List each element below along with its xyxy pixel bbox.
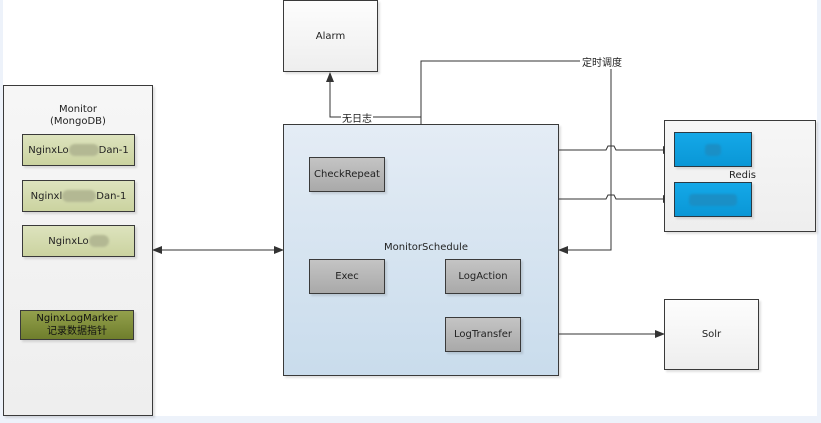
redacted-text [88,235,109,247]
alarm-label: Alarm [315,30,346,42]
redacted-text [689,193,737,206]
collection-item[interactable]: NginxLo [22,225,135,257]
redacted-text [705,143,721,156]
nginx-log-marker[interactable]: NginxLogMarker 记录数据指针 [20,310,134,340]
redacted-text [62,190,97,202]
edge-label-no-log: 无日志 [341,110,373,125]
redis-item[interactable] [674,182,752,217]
monitor-subtitle: (MongoDB) [50,116,106,127]
checkrepeat-node[interactable]: CheckRepeat [309,157,385,192]
exec-node[interactable]: Exec [309,259,385,294]
logaction-node[interactable]: LogAction [445,259,521,294]
monitor-schedule-label: MonitorSchedule [384,242,468,253]
alarm-node[interactable]: Alarm [283,0,378,72]
redis-label: Redis [729,170,756,181]
logtransfer-node[interactable]: LogTransfer [445,317,521,352]
edge-label-scheduled: 定时调度 [582,54,622,69]
solr-node[interactable]: Solr [664,299,759,370]
redis-item[interactable] [674,132,752,167]
redacted-text [68,144,99,156]
monitor-title: Monitor [58,104,97,115]
